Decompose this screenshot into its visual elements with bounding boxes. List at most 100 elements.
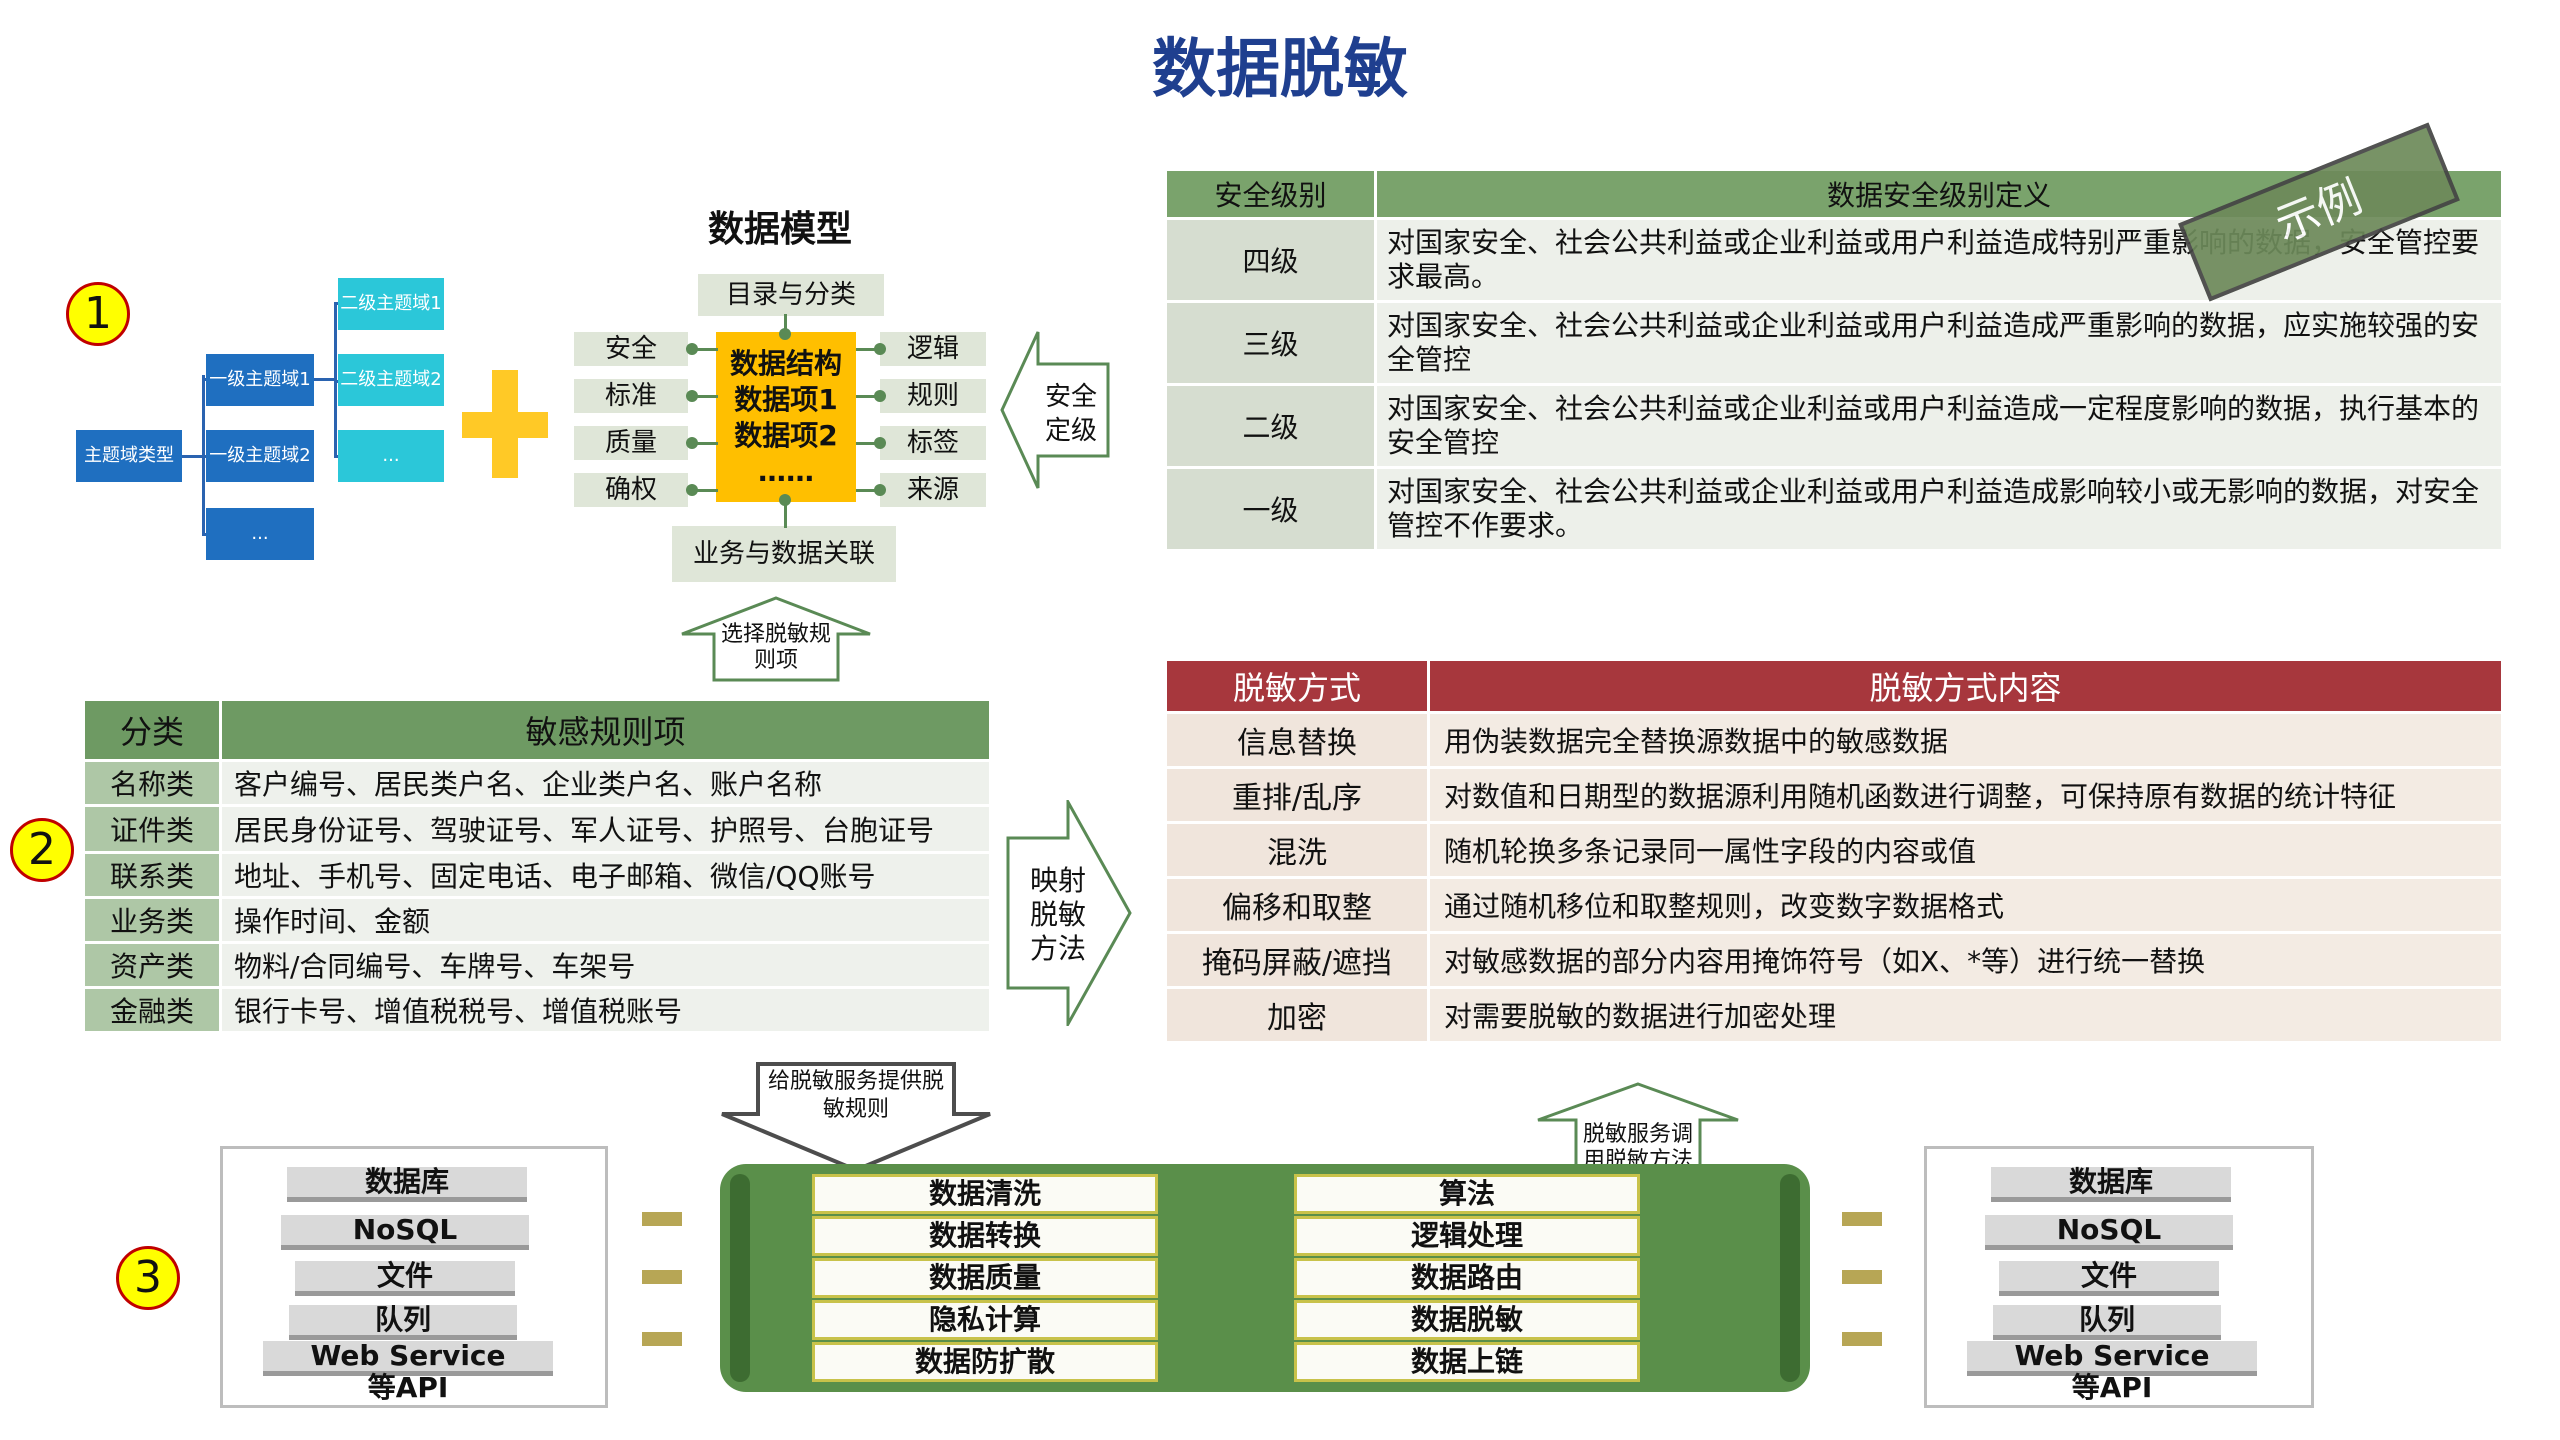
model-left-box: 质量 (574, 426, 688, 460)
model-center-line: 数据项2 (716, 418, 856, 454)
marker-2: 2 (10, 818, 74, 882)
page-title: 数据脱敏 (0, 18, 2560, 110)
target-file-item: 文件 (1999, 1261, 2219, 1296)
model-center-line: 数据结构 (716, 346, 856, 382)
methods-table-header: 脱敏方式内容 (1430, 661, 2501, 711)
process-left-item: 数据清洗 (812, 1174, 1158, 1214)
method-content-cell: 对数值和日期型的数据源利用随机函数进行调整，可保持原有数据的统计特征 (1430, 769, 2501, 821)
process-left-item: 数据转换 (812, 1216, 1158, 1256)
process-left-item: 数据防扩散 (812, 1342, 1158, 1382)
model-left-box: 标准 (574, 379, 688, 413)
rules-table-header: 敏感规则项 (222, 701, 989, 759)
select-rules-label: 选择脱敏规则项 (716, 622, 836, 674)
security-definition-cell: 对国家安全、社会公共利益或企业利益或用户利益造成一定程度影响的数据，执行基本的安… (1377, 386, 2501, 466)
flow-arrow-icon (642, 1212, 682, 1226)
method-content-cell: 用伪装数据完全替换源数据中的敏感数据 (1430, 714, 2501, 766)
flow-arrow-icon (1842, 1270, 1882, 1284)
model-right-box: 来源 (880, 473, 986, 507)
rule-items-cell: 操作时间、金额 (222, 899, 989, 941)
process-right-item: 数据路由 (1294, 1258, 1640, 1298)
level1-domain-box: 一级主题域1 (206, 354, 314, 406)
process-right-item: 数据脱敏 (1294, 1300, 1640, 1340)
security-define-arrow: 安全定级 (1000, 330, 1112, 490)
model-center-box: 数据结构 数据项1 数据项2 …… (716, 332, 856, 502)
select-rules-arrow: 选择脱敏规则项 (680, 596, 872, 682)
method-name-cell: 掩码屏蔽/遮挡 (1167, 934, 1427, 986)
marker-3: 3 (116, 1246, 180, 1310)
sensitive-rules-table: 分类 敏感规则项 名称类 客户编号、居民类户名、企业类户名、账户名称 证件类 居… (82, 698, 992, 1034)
root-domain-box: 主题域类型 (76, 430, 182, 482)
rule-items-cell: 物料/合同编号、车牌号、车架号 (222, 944, 989, 986)
provide-rules-label: 给脱敏服务提供脱敏规则 (760, 1068, 952, 1124)
method-content-cell: 随机轮换多条记录同一属性字段的内容或值 (1430, 824, 2501, 876)
model-right-box: 逻辑 (880, 332, 986, 366)
method-content-cell: 对需要脱敏的数据进行加密处理 (1430, 989, 2501, 1041)
target-database-item: 数据库 (1991, 1167, 2231, 1202)
marker-1: 1 (66, 282, 130, 346)
flow-arrow-icon (1842, 1212, 1882, 1226)
security-level-cell: 一级 (1167, 469, 1374, 549)
security-define-label: 安全定级 (1038, 380, 1104, 448)
provide-rules-arrow: 给脱敏服务提供脱敏规则 (720, 1062, 992, 1172)
method-name-cell: 信息替换 (1167, 714, 1427, 766)
rule-items-cell: 客户编号、居民类户名、企业类户名、账户名称 (222, 762, 989, 804)
flow-arrow-icon (642, 1270, 682, 1284)
source-queue-item: 队列 (289, 1305, 517, 1340)
security-level-cell: 三级 (1167, 303, 1374, 383)
rule-category-cell: 业务类 (85, 899, 219, 941)
level1-domain-box: ... (206, 508, 314, 560)
rule-category-cell: 金融类 (85, 989, 219, 1031)
masking-methods-table: 脱敏方式 脱敏方式内容 信息替换 用伪装数据完全替换源数据中的敏感数据 重排/乱… (1164, 658, 2504, 1044)
level1-domain-box: 一级主题域2 (206, 430, 314, 482)
model-center-line: …… (716, 454, 856, 490)
map-methods-arrow: 映射脱敏方法 (1006, 800, 1132, 1026)
model-right-box: 标签 (880, 426, 986, 460)
rules-table-header: 分类 (85, 701, 219, 759)
model-left-box: 确权 (574, 473, 688, 507)
source-stores-panel: 数据库 NoSQL 文件 队列 Web Service 等API (220, 1146, 608, 1408)
process-right-item: 算法 (1294, 1174, 1640, 1214)
security-table-header: 安全级别 (1167, 171, 1374, 217)
target-stores-panel: 数据库 NoSQL 文件 队列 Web Service 等API (1924, 1146, 2314, 1408)
security-level-cell: 二级 (1167, 386, 1374, 466)
plus-icon (462, 370, 548, 478)
flow-arrow-icon (642, 1332, 682, 1346)
map-methods-label: 映射脱敏方法 (1026, 864, 1090, 966)
process-right-item: 数据上链 (1294, 1342, 1640, 1382)
target-nosql-item: NoSQL (1985, 1215, 2233, 1250)
model-center-line: 数据项1 (716, 382, 856, 418)
flow-arrow-icon (1842, 1332, 1882, 1346)
source-file-item: 文件 (295, 1261, 515, 1296)
method-name-cell: 加密 (1167, 989, 1427, 1041)
model-left-box: 安全 (574, 332, 688, 366)
data-model-title: 数据模型 (650, 200, 910, 252)
security-definition-cell: 对国家安全、社会公共利益或企业利益或用户利益造成严重影响的数据，应实施较强的安全… (1377, 303, 2501, 383)
level2-domain-box: 二级主题域2 (338, 354, 444, 406)
security-level-cell: 四级 (1167, 220, 1374, 300)
rule-category-cell: 联系类 (85, 854, 219, 896)
method-name-cell: 重排/乱序 (1167, 769, 1427, 821)
rule-category-cell: 名称类 (85, 762, 219, 804)
source-api-item: 等API (263, 1375, 553, 1401)
model-top-box: 目录与分类 (698, 274, 884, 316)
process-left-item: 隐私计算 (812, 1300, 1158, 1340)
method-name-cell: 偏移和取整 (1167, 879, 1427, 931)
source-database-item: 数据库 (287, 1167, 527, 1202)
method-content-cell: 对敏感数据的部分内容用掩饰符号（如X、*等）进行统一替换 (1430, 934, 2501, 986)
process-right-item: 逻辑处理 (1294, 1216, 1640, 1256)
rule-items-cell: 地址、手机号、固定电话、电子邮箱、微信/QQ账号 (222, 854, 989, 896)
source-nosql-item: NoSQL (281, 1215, 529, 1250)
model-bottom-box: 业务与数据关联 (672, 526, 896, 582)
target-api-item: 等API (1967, 1375, 2257, 1401)
model-right-box: 规则 (880, 379, 986, 413)
rule-items-cell: 银行卡号、增值税税号、增值税账号 (222, 989, 989, 1031)
level2-domain-box: ... (338, 430, 444, 482)
methods-table-header: 脱敏方式 (1167, 661, 1427, 711)
processing-pipeline: 数据清洗 数据转换 数据质量 隐私计算 数据防扩散 算法 逻辑处理 数据路由 数… (720, 1164, 1810, 1392)
rule-category-cell: 证件类 (85, 807, 219, 851)
method-content-cell: 通过随机移位和取整规则，改变数字数据格式 (1430, 879, 2501, 931)
rule-items-cell: 居民身份证号、驾驶证号、军人证号、护照号、台胞证号 (222, 807, 989, 851)
security-definition-cell: 对国家安全、社会公共利益或企业利益或用户利益造成影响较小或无影响的数据，对安全管… (1377, 469, 2501, 549)
target-queue-item: 队列 (1993, 1305, 2221, 1340)
rule-category-cell: 资产类 (85, 944, 219, 986)
